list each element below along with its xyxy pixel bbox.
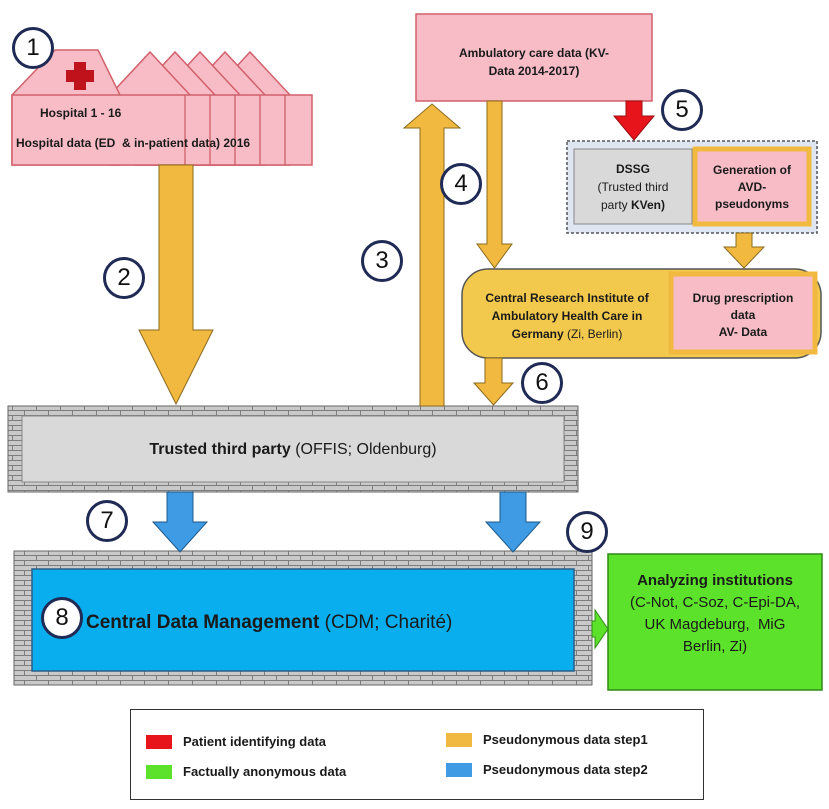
hospital-title: Hospital 1 - 16	[40, 106, 122, 120]
ambulatory-line2: Data 2014-2017)	[488, 64, 580, 78]
step-3-badge: 3	[361, 240, 403, 282]
cdm-box	[31, 568, 575, 672]
arrow-zi-to-ttp	[472, 357, 515, 406]
dssg-title: DSSG	[615, 162, 650, 176]
step-9-badge: 9	[566, 511, 608, 553]
ttp-label: Trusted third party (OFFIS; Oldenburg)	[22, 440, 564, 460]
zi-berlin-text: (Zi, Berlin)	[567, 327, 623, 341]
legend-swatch-red	[146, 735, 172, 749]
legend-label-anonymous: Factually anonymous data	[183, 764, 347, 779]
step-1-badge: 1	[12, 27, 54, 69]
cdm-org: (CDM; Charité)	[324, 612, 453, 633]
analyzing-line1: (C-Not, C-Soz, C-Epi-DA,	[629, 594, 801, 611]
legend-label-patient: Patient identifying data	[183, 734, 327, 749]
zi-line1: Central Research Institute of	[485, 291, 649, 305]
arrow-ambulatory-to-dssg	[612, 100, 656, 141]
cdm-name: Central Data Management	[86, 612, 325, 633]
avd-line3: pseudonyms	[714, 197, 789, 211]
arrow-ttp-to-cdm-left	[151, 491, 209, 553]
avd-box	[692, 146, 812, 227]
zi-line2: Ambulatory Health Care in	[491, 309, 643, 323]
arrow-ttp-to-cdm-right	[484, 491, 542, 553]
arrow-ambulatory-to-zi	[476, 100, 513, 269]
ttp-org: (OFFIS; Oldenburg)	[295, 441, 437, 458]
zi-line3: Germany (Zi, Berlin)	[464, 325, 670, 343]
hospital-stack	[11, 49, 313, 166]
ttp-name: Trusted third party	[149, 441, 296, 458]
step-5-badge: 5	[661, 89, 703, 131]
drug-line2: data	[730, 308, 756, 322]
analyzing-line3: Berlin, Zi)	[682, 638, 748, 655]
step-4-badge: 4	[440, 163, 482, 205]
analyzing-box	[607, 553, 823, 691]
drug-line3: AV- Data	[718, 325, 768, 339]
arrow-ttp-to-ambulatory	[402, 103, 462, 407]
analyzing-line2: UK Magdeburg, MiG	[644, 616, 786, 633]
ttp-box	[21, 415, 565, 483]
dssg-kven-text: KVen)	[631, 198, 666, 212]
legend-swatch-orange	[446, 733, 472, 747]
legend-swatch-blue	[446, 763, 472, 777]
dssg-box	[573, 148, 693, 225]
analyzing-title: Analyzing institutions	[637, 572, 793, 589]
cdm-label: Central Data Management (CDM; Charité)	[86, 611, 556, 635]
ambulatory-line1: Ambulatory care data (KV-	[458, 46, 610, 60]
arrow-dssg-to-drug	[722, 232, 766, 269]
step-7-badge: 7	[86, 500, 128, 542]
hospital-subtitle: Hospital data (ED & in-patient data) 201…	[16, 136, 251, 150]
legend-label-step2: Pseudonymous data step2	[483, 762, 648, 777]
drug-line1: Drug prescription	[692, 291, 794, 305]
ambulatory-box	[415, 13, 653, 102]
dssg-line2: (Trusted third	[597, 180, 669, 194]
step-2-badge: 2	[103, 257, 145, 299]
legend: Patient identifying data Factually anony…	[130, 709, 704, 800]
red-cross-icon	[66, 62, 94, 90]
dssg-party-text: party	[600, 198, 631, 212]
legend-label-step1: Pseudonymous data step1	[483, 732, 648, 747]
avd-line2: AVD-	[737, 180, 767, 194]
arrow-cdm-to-analyzing	[591, 608, 609, 650]
step-6-badge: 6	[521, 362, 563, 404]
dssg-line3: party KVen)	[574, 196, 692, 214]
arrow-hospital-to-ttp	[138, 164, 214, 406]
step-8-badge: 8	[41, 597, 83, 639]
zi-germany-text: Germany	[511, 327, 567, 341]
legend-swatch-green	[146, 765, 172, 779]
avd-line1: Generation of	[712, 163, 791, 177]
drug-box	[668, 271, 818, 355]
